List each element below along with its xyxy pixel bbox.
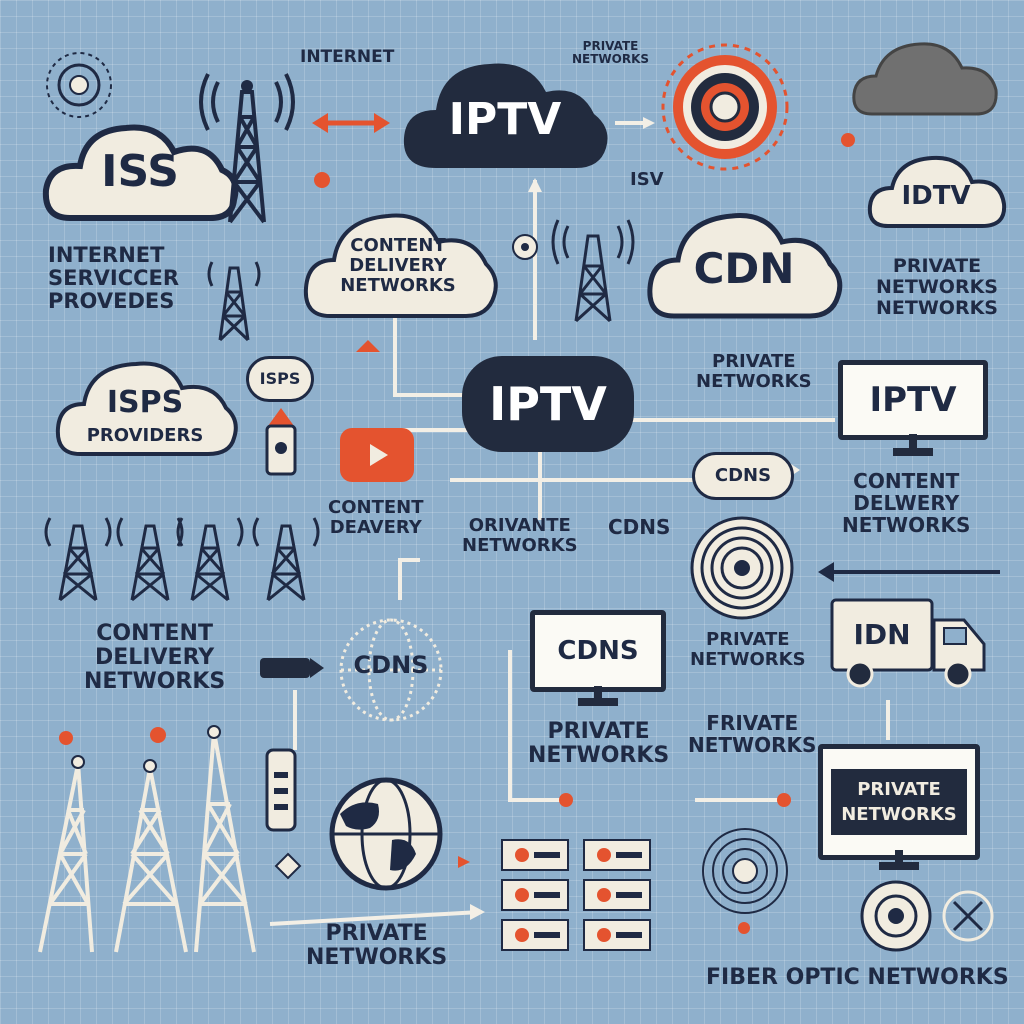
monitor-stand-icon — [893, 434, 933, 456]
cdns-mid-label: CDNS — [608, 515, 671, 539]
iptv-center-pill: IPTV — [462, 356, 634, 452]
idn-truck-label: IDN — [853, 618, 911, 651]
internet-service-providers-label: INTERNET SERVICCER PROVEDES — [48, 243, 180, 314]
delivery-truck-icon — [830, 598, 986, 688]
diamond-icon — [274, 852, 302, 880]
cdn-cloud — [647, 213, 843, 319]
iptv-monitor: IPTV — [838, 360, 988, 460]
globe-icon — [329, 777, 443, 891]
radar-icon — [46, 52, 112, 118]
tag-arrow-icon — [260, 658, 324, 678]
isps-providers-cloud — [55, 361, 238, 456]
iptv-cloud-top — [403, 63, 608, 168]
internet-label: INTERNET — [300, 47, 395, 67]
isps-providers-cloud-label-1: ISPS — [106, 385, 184, 420]
private-networks-bottom-label: PRIVATE NETWORKS — [306, 921, 448, 971]
private-networks-center-label: PRIVATE NETWORKS — [528, 719, 670, 769]
content-delivery-left-label: CONTENT DELIVERY NETWORKS — [84, 621, 226, 695]
content-delivery-cloud — [303, 213, 498, 318]
play-button-icon — [340, 428, 414, 482]
content-delivery-mid-label: CONTENT DEAVERY — [328, 497, 424, 538]
gray-cloud — [852, 42, 998, 116]
monitor-stand-icon — [578, 686, 618, 706]
target-icon — [661, 43, 789, 171]
cdn-cloud-label: CDN — [693, 244, 795, 293]
cdns-pill: CDNS — [692, 452, 794, 500]
signal-target-icon — [702, 828, 788, 914]
server-rack-icon — [501, 839, 651, 951]
concentric-target-icon — [690, 516, 794, 620]
isv-label: ISV — [630, 169, 664, 190]
cdns-monitor: CDNS — [530, 610, 666, 710]
cell-tower-small-icon — [207, 261, 261, 342]
idtv-cloud — [867, 155, 1007, 228]
private-networks-monitor-screen: PRIVATE NETWORKS — [831, 768, 967, 836]
satellite-icon — [942, 890, 994, 942]
large-tower-group-icon — [38, 725, 256, 953]
cdns-globe-icon — [339, 618, 443, 722]
private-networks-right-label: PRIVATE NETWORKS NETWORKS — [876, 255, 998, 319]
device-icon — [265, 408, 297, 476]
private-networks-top-label: PRIVATE NETWORKS — [572, 39, 650, 67]
frivate-networks-label: FRIVATE NETWORKS — [688, 711, 817, 757]
node-icon — [512, 234, 538, 260]
cell-tower-icon — [199, 73, 295, 224]
iptv-monitor-screen: IPTV — [838, 360, 988, 440]
isps-providers-cloud-label-2: PROVIDERS — [86, 425, 204, 446]
cdns-monitor-screen: CDNS — [530, 610, 666, 692]
isp-cloud-label: ISS — [101, 146, 179, 197]
idtv-cloud-label: IDTV — [901, 181, 971, 211]
isps-pill: ISPS — [246, 356, 314, 402]
private-networks-monitor: PRIVATE NETWORKS — [818, 744, 980, 874]
remote-device-icon — [265, 748, 297, 832]
dish-icon — [860, 880, 932, 952]
iptv-cloud-top-label: IPTV — [448, 94, 562, 145]
cdns-globe-label: CDNS — [353, 651, 429, 679]
private-networks-mid-label: PRIVATE NETWORKS — [696, 351, 812, 392]
content-delivery-cloud-label: CONTENT DELIVERY NETWORKS — [340, 235, 456, 296]
fiber-optic-networks-label: FIBER OPTIC NETWORKS — [706, 965, 1009, 990]
orivante-networks-label: ORIVANTE NETWORKS — [462, 515, 578, 556]
cell-tower-center-icon — [551, 219, 635, 323]
tower-row-icon — [44, 517, 320, 602]
monitor-stand-icon — [879, 850, 919, 870]
content-delivery-right-label: CONTENT DELWERY NETWORKS — [842, 469, 971, 537]
private-networks-right2-label: PRIVATE NETWORKS — [690, 629, 806, 670]
